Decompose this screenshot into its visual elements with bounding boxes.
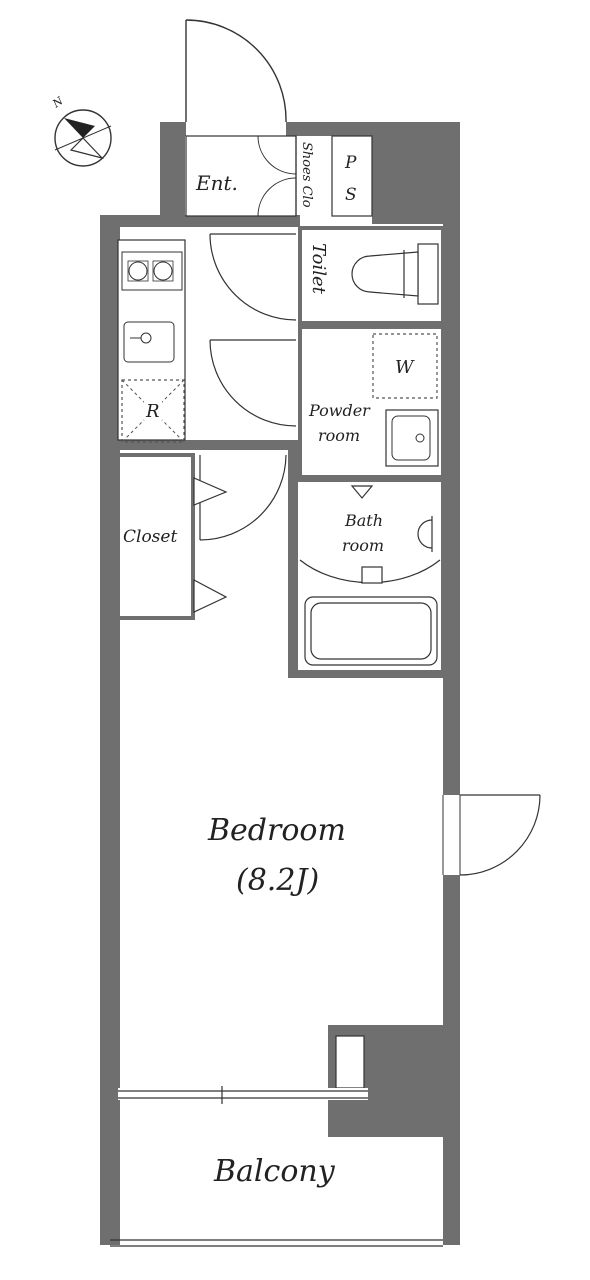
shoes-closet-label: Shoes Clo: [299, 142, 314, 208]
bathtub: [304, 596, 438, 666]
refrigerator-box: [121, 379, 185, 443]
entrance-box: [185, 135, 297, 217]
kitchen-sink: [123, 321, 175, 363]
wall-bath-bottom: [288, 670, 443, 678]
compass-cross-1: [54, 125, 112, 151]
refrigerator-label-bg: [144, 400, 162, 420]
toilet-wall: [298, 226, 445, 325]
bedroom-label: Bedroom: [207, 813, 346, 848]
toilet-tank: [417, 243, 439, 305]
ps-shaft-block: [372, 122, 458, 224]
powder-sink-drain: [415, 433, 425, 443]
washer-label: W: [395, 357, 415, 378]
stove: [121, 251, 183, 291]
window-sash-arc: [459, 794, 541, 876]
bedroom-door-arc: [199, 454, 287, 541]
powder-room-fixtures: [372, 333, 439, 467]
refrigerator-label: R: [145, 401, 160, 422]
wall-jog-vertical: [160, 122, 185, 227]
aircon-outline: [335, 1035, 365, 1089]
closet-doors: [193, 477, 228, 613]
wall-kitchen-bottom: [118, 440, 293, 450]
toilet-fixture: [351, 243, 439, 305]
balcony-label: Balcony: [213, 1154, 336, 1189]
hall-doors: [199, 233, 297, 541]
bathtub-inner: [310, 602, 432, 660]
washer-space: [372, 333, 438, 399]
toilet-bowl: [351, 251, 419, 297]
entrance-area: [185, 135, 373, 217]
bath-door-triangle: [350, 485, 374, 499]
burner-grate-2: [152, 260, 174, 282]
bedroom-window: [441, 794, 541, 876]
powder-door-arc: [209, 339, 297, 427]
window-gap: [441, 795, 462, 875]
column-bottom-right-lower: [368, 1025, 443, 1137]
closet-label: Closet: [123, 527, 177, 547]
entrance-door-arc: [185, 19, 287, 123]
wall-hall-divider: [288, 440, 298, 677]
kitchen: [117, 239, 186, 443]
powder-room-label-1: Powder: [308, 401, 371, 420]
burner-grate-1: [127, 260, 149, 282]
compass-needle-dark: [64, 118, 95, 138]
compass-circle: [54, 109, 112, 167]
wall-right: [443, 122, 460, 1245]
shoes-closet-door-2: [257, 177, 297, 217]
entrance-door: [185, 19, 287, 123]
ps-label-p: P: [344, 153, 357, 173]
bedroom-size-label: (8.2J): [236, 863, 319, 898]
compass-north-label: N: [49, 94, 65, 111]
ps-label-s: S: [345, 185, 357, 205]
burner-2: [153, 261, 173, 281]
closet-door-1: [193, 477, 228, 506]
wall-left: [100, 215, 120, 1245]
bath-room-label-2: room: [342, 536, 384, 555]
balcony: [110, 1239, 443, 1247]
wall-ent-bottom: [185, 215, 300, 227]
compass: N: [49, 94, 112, 167]
ps-box: [331, 135, 373, 217]
bath-fixtures: [299, 485, 441, 666]
balcony-sliding-door: [118, 1086, 368, 1104]
powder-room-label-2: room: [318, 426, 360, 445]
closet-wall: [116, 453, 195, 620]
refrigerator: [121, 379, 185, 443]
powder-room-wall: [298, 325, 445, 479]
toilet-door-arc: [209, 233, 297, 321]
bath-room-label-1: Bath: [344, 511, 383, 530]
outer-walls: [100, 122, 460, 1245]
bath-drain: [361, 566, 383, 584]
wall-top-left: [160, 122, 186, 136]
entrance-label: Ent.: [195, 171, 238, 195]
shower-head: [417, 519, 433, 549]
shoes-closet-door-1: [257, 135, 297, 175]
toilet-label: Toilet: [308, 243, 329, 295]
closet-door-2: [193, 579, 228, 613]
interior-fills: [118, 215, 443, 678]
compass-needle-light: [69, 137, 104, 160]
aircon-unit: [335, 1035, 365, 1089]
burner-1: [128, 261, 148, 281]
powder-sink-basin: [391, 415, 431, 461]
